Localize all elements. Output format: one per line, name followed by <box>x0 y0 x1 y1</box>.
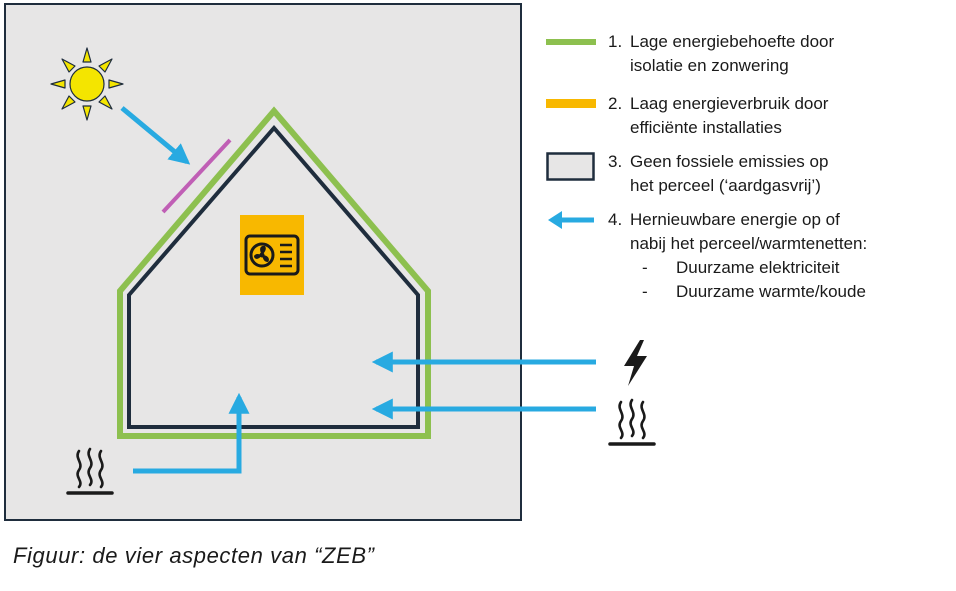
ground-heat-icon <box>66 447 114 495</box>
legend-line: efficiënte installaties <box>630 118 782 137</box>
legend-item-2: 2. Laag energieverbruik door efficiënte … <box>542 92 952 144</box>
legend-item-4: 4. Hernieuwbare energie op of nabij het … <box>542 208 952 308</box>
green-line-swatch <box>546 39 596 45</box>
grey-box-swatch <box>546 152 595 181</box>
ground-heat-arrow <box>133 392 250 474</box>
list-dash: - <box>642 258 648 277</box>
sun-arrow <box>120 106 191 165</box>
legend-item-1: 1. Lage energiebehoefte door isolatie en… <box>542 30 952 82</box>
legend-text: Laag energieverbruik door efficiënte ins… <box>630 92 828 140</box>
legend-line: isolatie en zonwering <box>630 56 789 75</box>
blue-arrow-swatch <box>548 211 594 229</box>
legend-number: 2. <box>608 94 623 113</box>
legend-line: het perceel (‘aardgasvrij’) <box>630 176 821 195</box>
legend-line: Geen fossiele emissies op <box>630 152 829 171</box>
lightning-icon <box>624 340 647 386</box>
orange-line-swatch <box>546 99 596 108</box>
legend-line: Lage energiebehoefte door <box>630 32 835 51</box>
list-dash: - <box>642 282 648 301</box>
heat-pump-icon <box>240 215 304 295</box>
legend-item-3: 3. Geen fossiele emissies op het perceel… <box>542 150 952 202</box>
legend-number: 1. <box>608 32 623 51</box>
legend-text: Geen fossiele emissies op het perceel (‘… <box>630 150 828 198</box>
legend-line: nabij het perceel/warmtenetten: <box>630 234 868 253</box>
legend: 1. Lage energiebehoefte door isolatie en… <box>542 30 952 301</box>
list-text: Duurzame elektriciteit <box>676 258 840 277</box>
list-text: Duurzame warmte/koude <box>676 282 866 301</box>
legend-number: 3. <box>608 152 623 171</box>
legend-text: Lage energiebehoefte door isolatie en zo… <box>630 30 834 78</box>
heat-icon <box>608 398 656 446</box>
legend-line: Laag energieverbruik door <box>630 94 829 113</box>
legend-text: Hernieuwbare energie op of nabij het per… <box>630 208 867 256</box>
sun-icon <box>50 47 124 121</box>
legend-line: Hernieuwbare energie op of <box>630 210 840 229</box>
solar-panel <box>161 138 232 214</box>
figure-caption: Figuur: de vier aspecten van “ZEB” <box>13 543 375 568</box>
legend-number: 4. <box>608 210 623 229</box>
